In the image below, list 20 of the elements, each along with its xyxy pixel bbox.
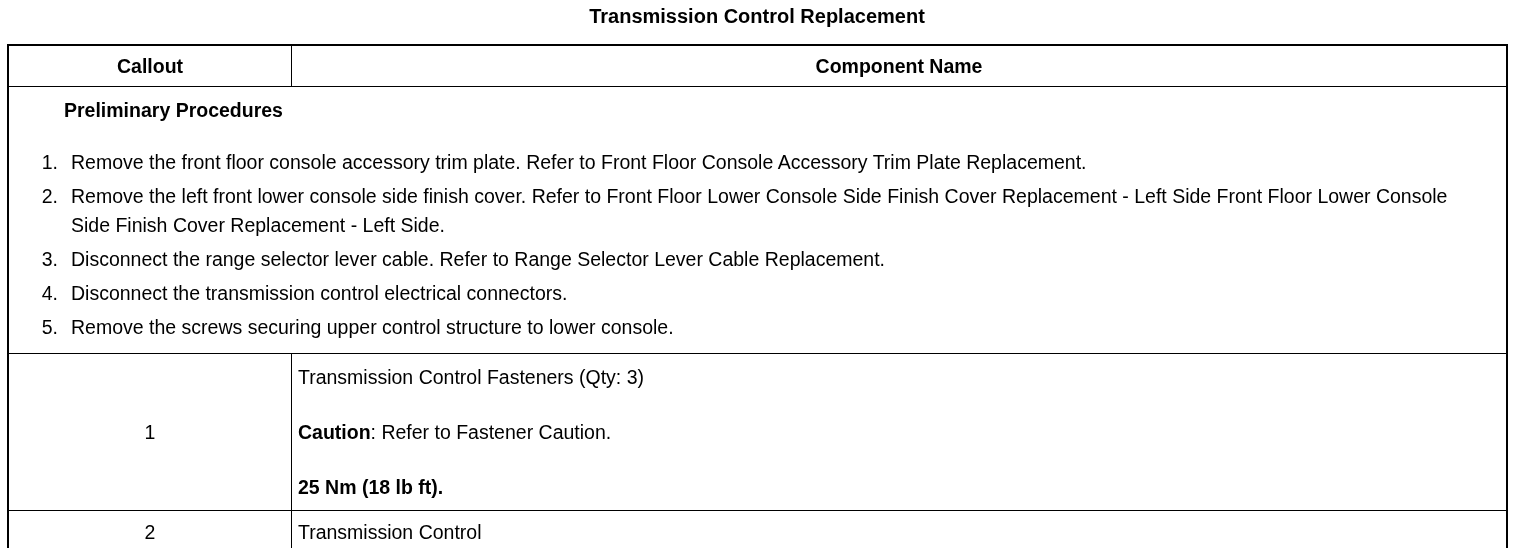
- step-number: 2.: [40, 184, 58, 209]
- callout-number: 1: [144, 420, 156, 445]
- caution-note: Caution: Refer to Fastener Caution.: [298, 420, 612, 445]
- step-number: 4.: [40, 281, 58, 306]
- page-title: Transmission Control Replacement: [588, 4, 926, 29]
- torque-spec: 25 Nm (18 lb ft).: [298, 475, 444, 500]
- step-text: Disconnect the range selector lever cable. Refer to Range Selector Lever Cable Replacement.: [71, 247, 886, 272]
- column-header: Callout: [116, 54, 184, 79]
- step-text: Disconnect the transmission control electrical connectors.: [71, 281, 568, 306]
- step-text: Remove the screws securing upper control structure to lower console.: [71, 315, 674, 340]
- component-name: Transmission Control: [298, 520, 482, 545]
- section-heading: Preliminary Procedures: [64, 98, 283, 123]
- callout-number: 2: [144, 520, 156, 545]
- step-number: 5.: [40, 315, 58, 340]
- column-header: Component Name: [815, 54, 983, 79]
- step-text: Remove the front floor console accessory trim plate. Refer to Front Floor Console Accessory Trim Plate Replacement.: [71, 150, 1087, 175]
- component-name: Transmission Control Fasteners (Qty: 3): [298, 365, 645, 390]
- step-number: 3.: [40, 247, 58, 272]
- step-text: Remove the left front lower console side finish cover. Refer to Front Floor Lower Console Side Finish Cover Replacement - Left Side Front Floor Lower Console Side Finish Cover Replacement - Left Side.: [71, 184, 1449, 238]
- step-number: 1.: [40, 150, 58, 175]
